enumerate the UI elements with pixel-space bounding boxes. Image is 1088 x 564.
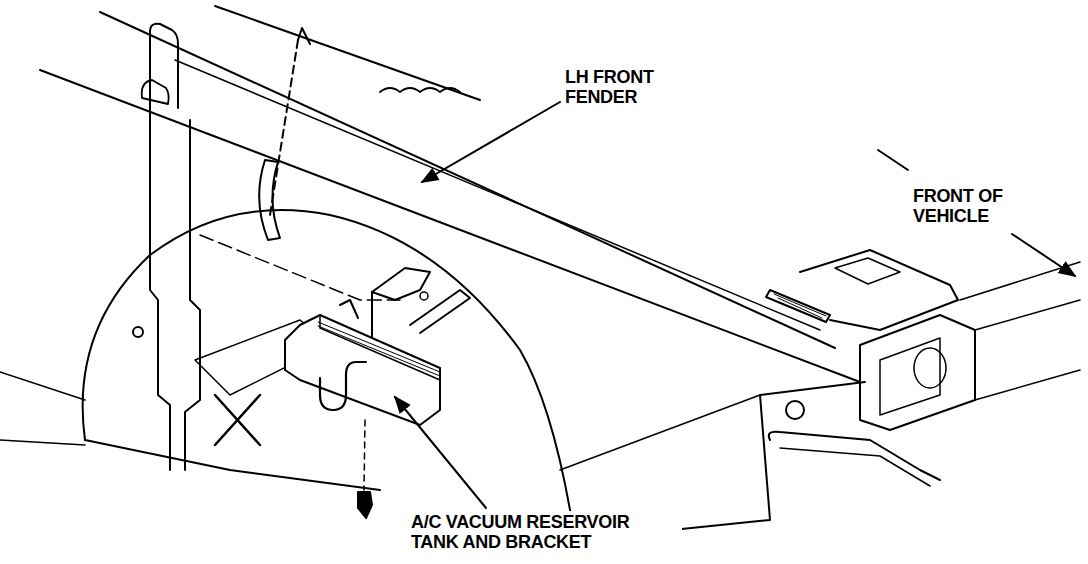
bumper-bracket-lower [780, 448, 930, 486]
headlamp-housing [860, 315, 975, 430]
vacuum-hose [320, 362, 366, 410]
hood-edge [100, 12, 835, 348]
fender-flange [766, 290, 830, 322]
headlamp-bulb [914, 348, 946, 388]
front-arrow-tail [878, 150, 908, 170]
bolt-axis [364, 420, 365, 490]
fender-skirt [560, 395, 760, 470]
wheelhouse-hole [133, 327, 143, 337]
fender-rear-edge [150, 78, 170, 470]
antenna-top [298, 28, 310, 44]
pillar-top [150, 24, 178, 108]
bumper-bracket [769, 432, 940, 480]
fender-flange-hatch [774, 294, 826, 318]
rocker-lines [0, 372, 85, 445]
tank-leader [395, 397, 486, 508]
support-opening [835, 258, 900, 284]
fender-hole [786, 401, 804, 419]
tank-bracket-top [372, 268, 430, 300]
fender-crease [40, 70, 860, 382]
part-label: LH FRONT FENDER [562, 66, 688, 108]
fender-bolts [380, 88, 460, 92]
part-label: A/C VACUUM RESERVOIR TANK AND BRACKET [408, 511, 682, 553]
front-body-lines [960, 262, 1080, 400]
brace-cross [215, 395, 260, 445]
front-arrow-head [1012, 234, 1075, 276]
antenna-rod [270, 40, 298, 215]
fender-leader [422, 102, 560, 182]
bolt [358, 492, 372, 518]
tank-fitting [340, 300, 358, 318]
wheelhouse-seam [200, 235, 400, 300]
wheel-arch [83, 210, 575, 540]
pillar-hole [142, 80, 169, 104]
bracket-hole [420, 292, 428, 300]
part-label: FRONT OF VEHICLE [910, 185, 1041, 227]
vacuum-tank [285, 315, 440, 425]
fender-rear-flange [185, 120, 200, 470]
cowl-line [215, 6, 480, 100]
fender-top-line [175, 60, 820, 330]
wheelhouse-bottom [85, 440, 380, 490]
tank-hatch [318, 322, 440, 376]
tank-bracket-arm [410, 290, 470, 333]
antenna-clip [259, 160, 280, 240]
headlamp-inner [880, 338, 940, 415]
